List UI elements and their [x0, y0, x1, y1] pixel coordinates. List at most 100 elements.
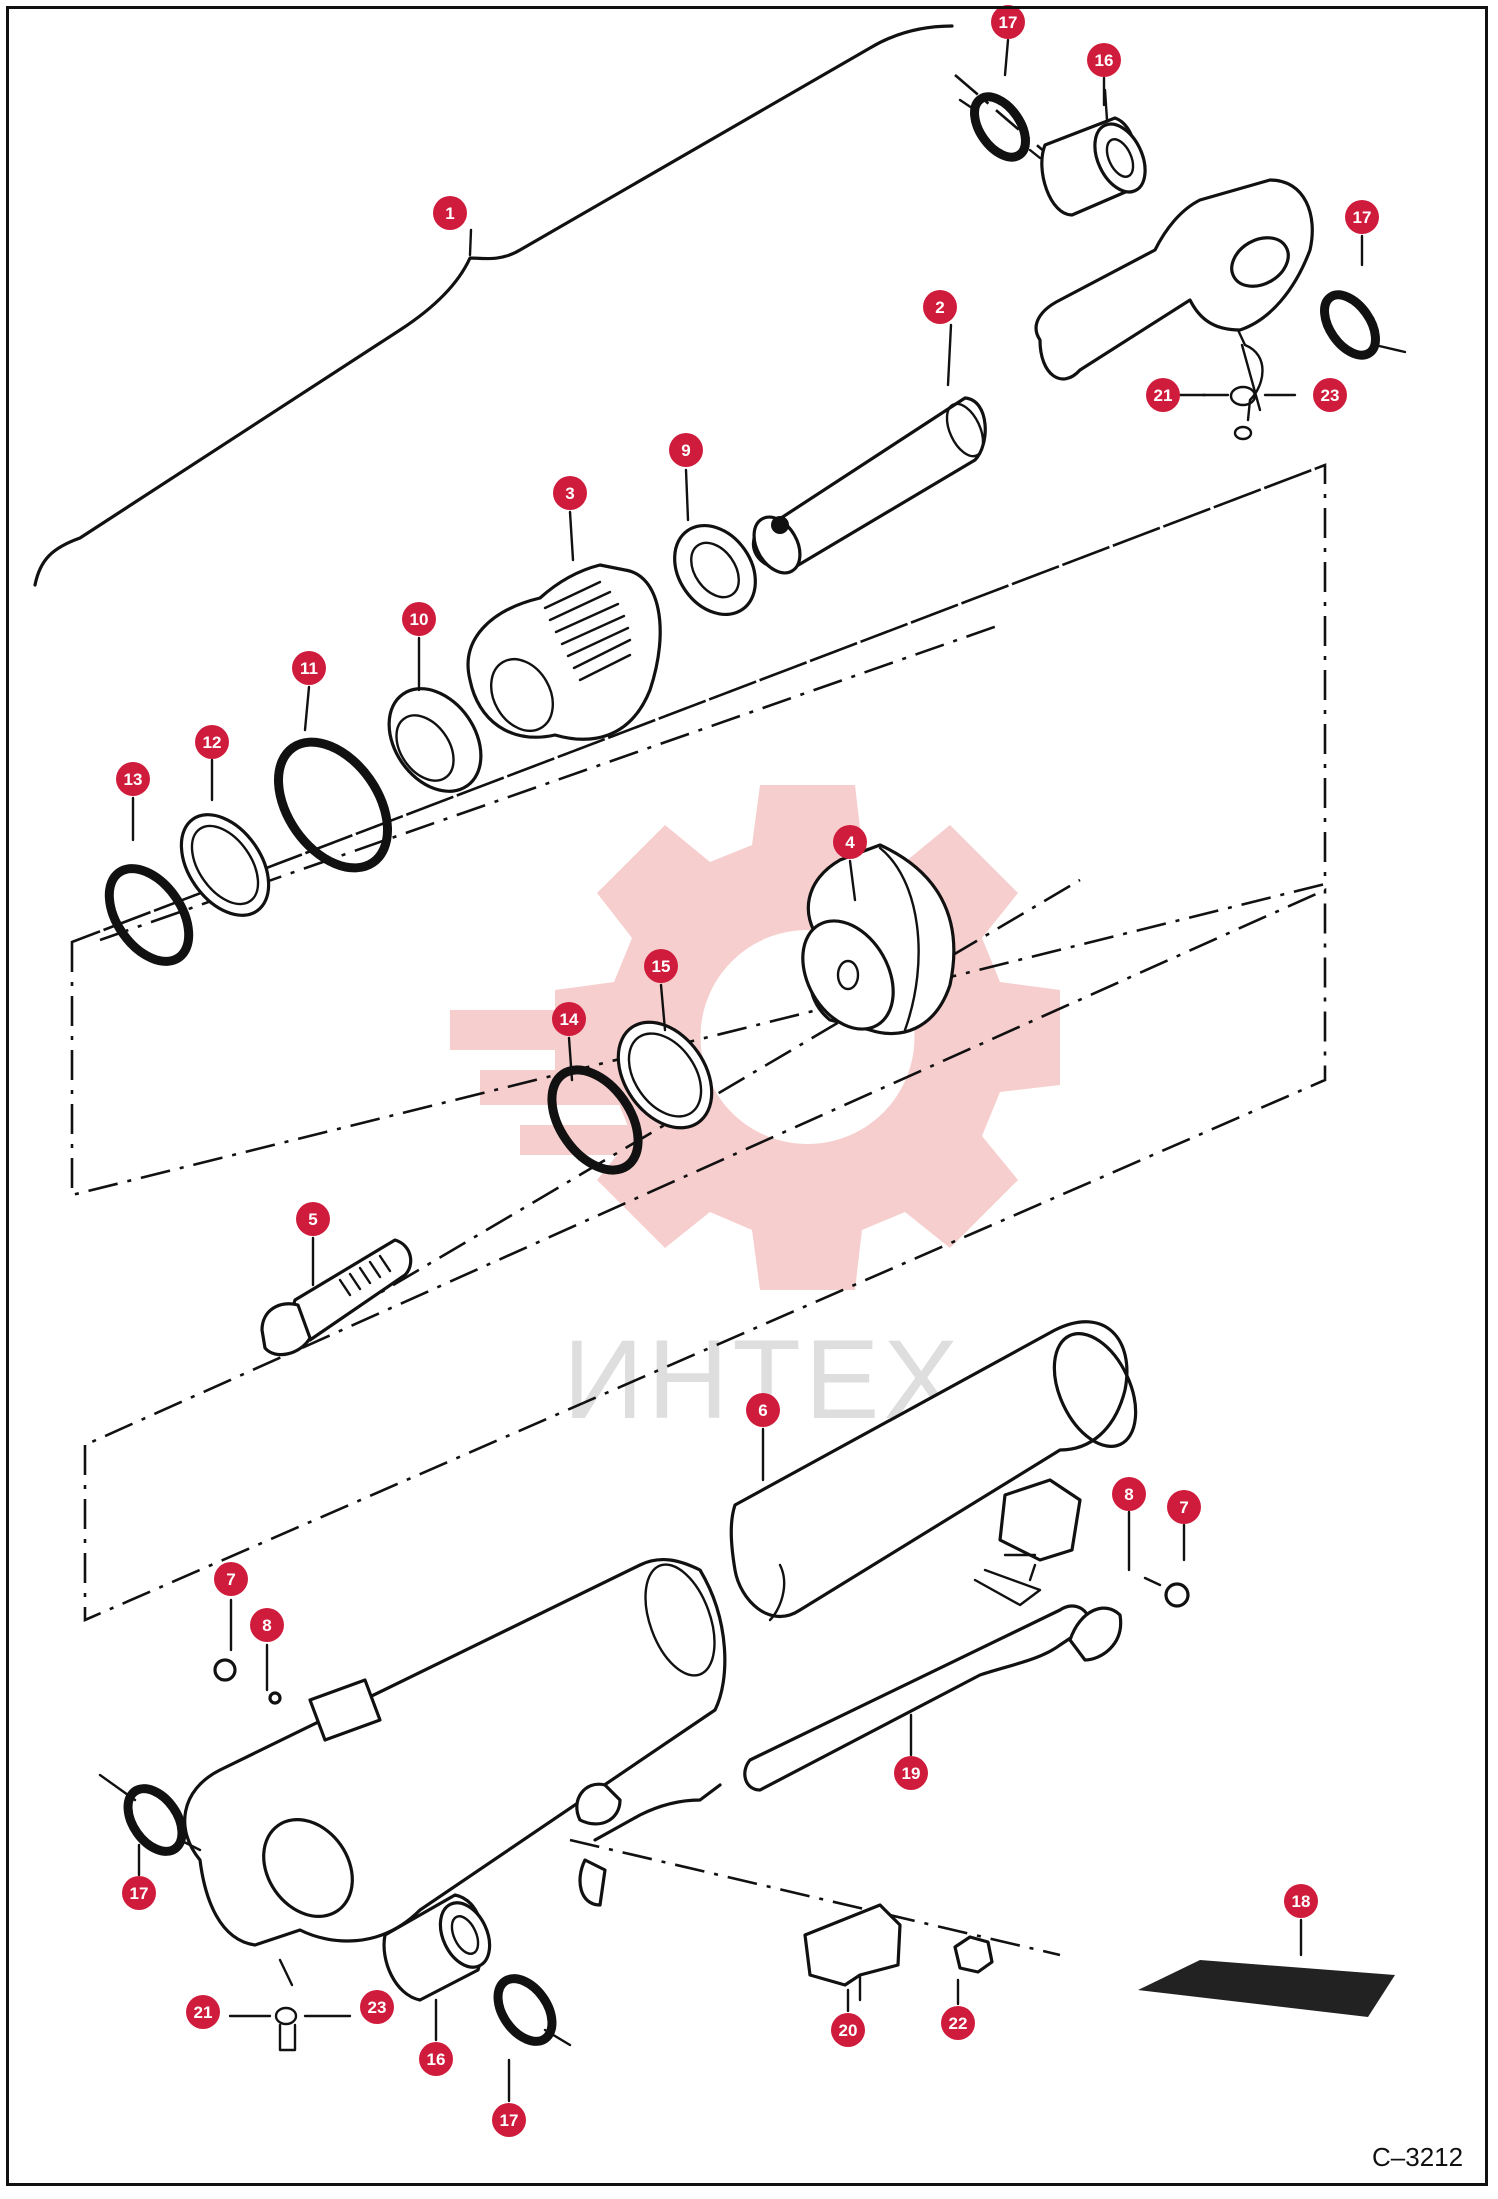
assembly-box-lower [83, 887, 1327, 1622]
decal [1138, 1960, 1395, 2017]
callout-badge [1345, 200, 1379, 234]
callout-number: 20 [839, 2021, 858, 2040]
callout-badge [433, 196, 467, 230]
callout-14: 14 [552, 1002, 586, 1036]
callout-number: 22 [949, 2014, 968, 2033]
callout-badge [831, 2013, 865, 2047]
callout-badge [941, 2006, 975, 2040]
callout-number: 14 [560, 1010, 579, 1029]
callout-15: 15 [644, 949, 678, 983]
callout-10: 10 [402, 602, 436, 636]
bushing-bottom [382, 1893, 492, 2002]
callout-8: 8 [1112, 1477, 1146, 1511]
callout-badge [669, 433, 703, 467]
callout-number: 8 [262, 1616, 271, 1635]
callout-3: 3 [553, 476, 587, 510]
callout-number: 9 [681, 441, 690, 460]
piston-seal [616, 1020, 714, 1130]
callout-23: 23 [360, 1990, 394, 2024]
callout-badge [1146, 378, 1180, 412]
seal-bottom-left [123, 1784, 187, 1856]
seal-bottom-right [493, 1974, 557, 2046]
callout-number: 3 [565, 484, 574, 503]
callout-badge [644, 949, 678, 983]
seal-top-right [1320, 290, 1407, 360]
callout-number: 13 [124, 770, 143, 789]
callout-badge [1284, 1884, 1318, 1918]
clamp-nut [953, 1935, 994, 1974]
callout-badge [122, 1876, 156, 1910]
callout-number: 7 [226, 1570, 235, 1589]
callout-17: 17 [122, 1876, 156, 1910]
barrel-port-block [973, 1478, 1190, 1608]
callout-2: 2 [923, 290, 957, 324]
callout-badge [250, 1608, 284, 1642]
callout-number: 6 [758, 1401, 767, 1420]
callout-number: 18 [1292, 1892, 1311, 1911]
cylinder-barrel [729, 1320, 1138, 1622]
piston [801, 843, 956, 1036]
rod-eye-end [1034, 178, 1314, 441]
callout-number: 17 [500, 2111, 519, 2130]
assembly-box-upper [70, 463, 1327, 1197]
callout-7: 7 [214, 1562, 248, 1596]
callout-number: 11 [300, 659, 318, 678]
callout-number: 16 [1095, 51, 1114, 70]
callout-badge [492, 2103, 526, 2137]
callout-16: 16 [419, 2042, 453, 2076]
callout-17: 17 [492, 2103, 526, 2137]
callout-badge [1087, 43, 1121, 77]
bushing-top [1040, 88, 1147, 217]
callout-8: 8 [250, 1608, 284, 1642]
callout-number: 21 [194, 2003, 213, 2022]
callout-21: 21 [1146, 378, 1180, 412]
callout-7: 7 [1167, 1490, 1201, 1524]
callout-badge [419, 2042, 453, 2076]
seal-top-left [958, 92, 1042, 162]
callout-badge [1112, 1477, 1146, 1511]
callout-19: 19 [894, 1756, 928, 1790]
callout-badge [186, 1995, 220, 2029]
callout-badge [552, 1002, 586, 1036]
callout-number: 4 [845, 833, 855, 852]
callout-number: 5 [308, 1210, 317, 1229]
callout-number: 2 [935, 298, 944, 317]
piston-ring [547, 1065, 643, 1175]
callout-number: 8 [1124, 1485, 1133, 1504]
callout-13: 13 [116, 762, 150, 796]
callout-17: 17 [1345, 200, 1379, 234]
callout-badge [214, 1562, 248, 1596]
piston-rod [751, 396, 987, 575]
backup-ring [179, 813, 271, 917]
callout-11: 11 [292, 651, 326, 685]
callout-number: 23 [1321, 386, 1340, 405]
callout-16: 16 [1087, 43, 1121, 77]
callout-6: 6 [746, 1393, 780, 1427]
callout-number: 7 [1179, 1498, 1188, 1517]
grease-fitting [228, 1958, 352, 2052]
callout-badge [402, 602, 436, 636]
piston-bolt [260, 1238, 413, 1357]
callout-4: 4 [833, 825, 867, 859]
hydraulic-tube [575, 1604, 1123, 1907]
callout-badge [1313, 378, 1347, 412]
callout-badge [746, 1393, 780, 1427]
callout-17: 17 [991, 5, 1025, 39]
callout-18: 18 [1284, 1884, 1318, 1918]
callout-badge [894, 1756, 928, 1790]
callout-number: 17 [999, 13, 1018, 32]
watermark: ИНТЕХ [450, 785, 1060, 1442]
gland-head [466, 563, 662, 741]
callout-badge [296, 1202, 330, 1236]
callout-number: 1 [445, 204, 454, 223]
cylinder-body [183, 1558, 727, 1947]
callout-5: 5 [296, 1202, 330, 1236]
o-ring [273, 737, 393, 873]
callout-number: 17 [130, 1884, 149, 1903]
callout-21: 21 [186, 1995, 220, 2029]
callout-badge [991, 5, 1025, 39]
callout-12: 12 [195, 725, 229, 759]
